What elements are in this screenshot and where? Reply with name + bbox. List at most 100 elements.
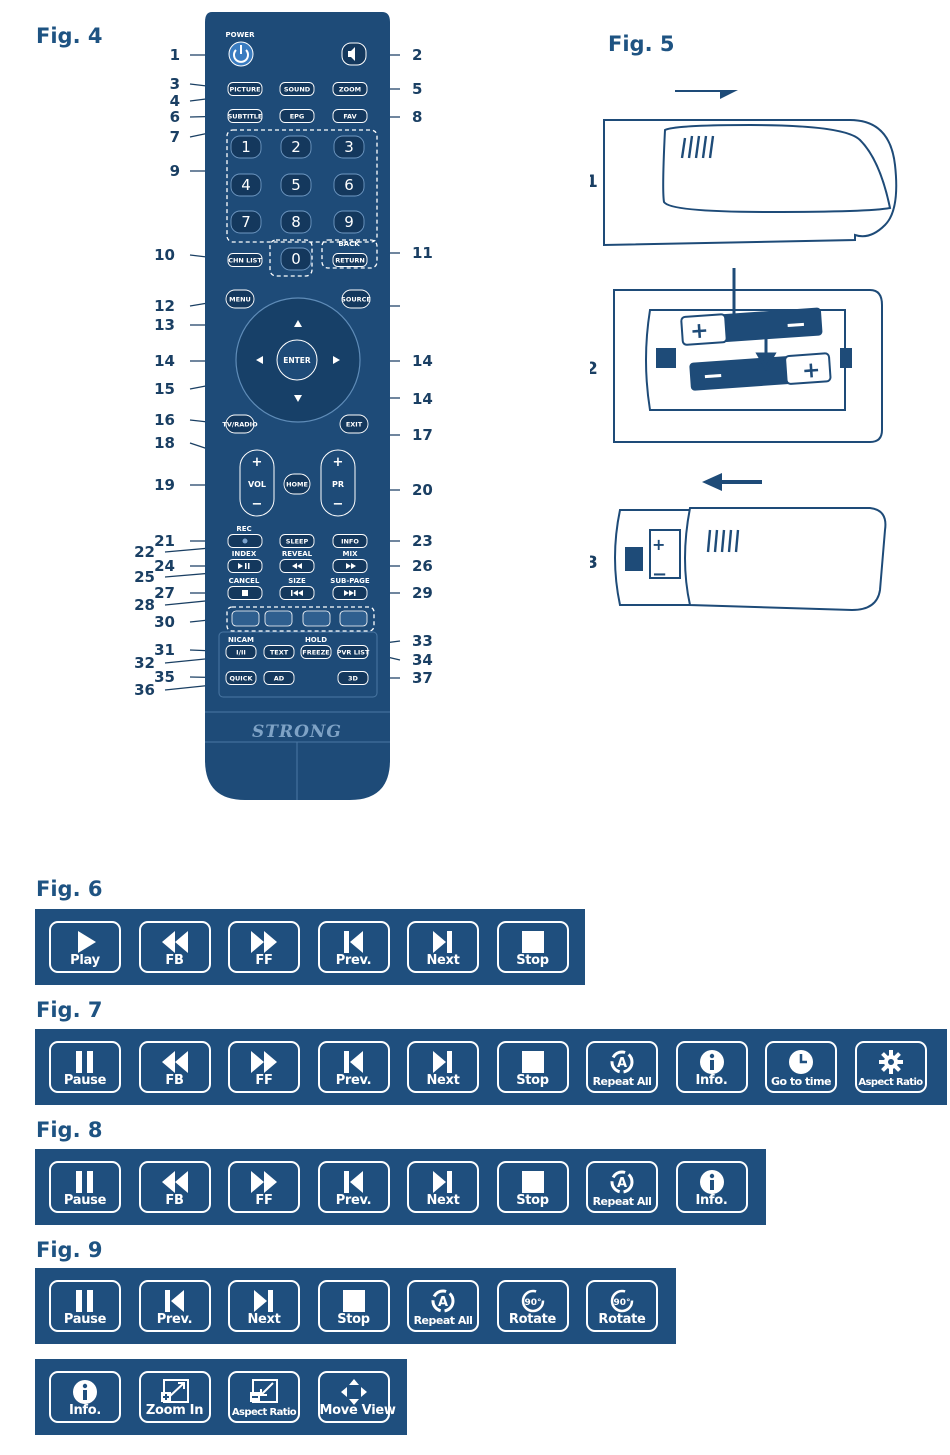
stop-button[interactable]: Stop [496,1041,569,1093]
digit-9-button[interactable] [333,210,365,234]
aspect-ratio-button[interactable]: Aspect Ratio [854,1041,927,1093]
quick-button[interactable] [225,671,257,685]
play-button[interactable]: Play [49,921,121,973]
digit-6-button[interactable] [333,173,365,197]
zoom-button[interactable] [332,82,368,96]
stop-button[interactable]: Stop [496,921,569,973]
pause-button[interactable]: Pause [49,1161,121,1213]
picture-button[interactable] [227,82,263,96]
sub-page-caption: SUB-PAGE [330,577,370,585]
exit-button[interactable] [339,414,369,434]
rotate-90-ccw-icon: 90° [610,1289,634,1313]
digit-8-button[interactable] [280,210,312,234]
prev-button[interactable]: Prev. [317,1161,390,1213]
green-button[interactable] [264,610,293,627]
previous-icon [343,1051,363,1073]
digit-5-button[interactable] [280,173,312,197]
epg-button[interactable] [279,109,315,123]
digit-1-button[interactable] [230,135,262,159]
prev-button[interactable]: Prev. [138,1280,211,1332]
return-button[interactable] [332,253,368,267]
go-to-time-button[interactable]: Go to time [765,1041,837,1093]
chn-list-button[interactable] [227,253,263,267]
right-arrow-icon[interactable] [333,356,340,364]
digit-7-button[interactable] [230,210,262,234]
ff-button[interactable]: FF [228,921,300,973]
red-button[interactable] [231,610,260,627]
digit-2-button[interactable] [280,135,312,159]
callout-14: 14 [412,352,433,370]
fast-backward-icon [161,1051,188,1073]
down-arrow-icon[interactable] [294,395,302,402]
home-button[interactable] [283,473,311,495]
stop-button[interactable]: Stop [317,1280,390,1332]
callout-10: 10 [154,246,175,264]
rotate-button[interactable]: 90°Rotate [586,1280,658,1332]
ff-button[interactable]: FF [228,1041,300,1093]
fav-button[interactable] [332,109,368,123]
up-arrow-icon[interactable] [294,320,302,327]
volume-rocker[interactable] [239,449,275,517]
sound-button[interactable] [279,82,315,96]
info-icon [699,1050,724,1074]
blue-button[interactable] [339,610,368,627]
info-button[interactable]: Info. [675,1161,748,1213]
menu-button[interactable] [225,289,255,309]
callout-24: 24 [154,557,175,575]
info-button[interactable]: Info. [675,1041,748,1093]
fb-button[interactable]: FB [138,1041,211,1093]
prev-button[interactable]: Prev. [317,921,390,973]
gear-icon [878,1050,903,1074]
ff-button[interactable]: FF [228,1161,300,1213]
next-button[interactable]: Next [228,1280,300,1332]
info-button[interactable] [332,534,368,548]
source-button[interactable] [341,289,371,309]
next-button[interactable]: Next [407,921,479,973]
ad-button[interactable] [263,671,295,685]
next-button[interactable]: Next [407,1161,479,1213]
text-button[interactable] [263,645,295,659]
fast-forward-icon [346,563,356,569]
info-button[interactable]: Info. [49,1371,121,1423]
fb-button[interactable]: FB [138,921,211,973]
fast-backward-icon [161,1171,188,1193]
left-arrow-icon[interactable] [256,356,263,364]
subtitle-button[interactable] [227,109,263,123]
rec-caption: REC [236,525,251,533]
pause-button[interactable]: Pause [49,1041,121,1093]
freeze-button[interactable] [300,645,332,659]
i-ii-button[interactable] [225,645,257,659]
aspect-ratio-button[interactable]: Aspect Ratio [228,1371,300,1423]
pvr-list-button[interactable] [337,645,369,659]
pause-icon [76,1051,93,1073]
quick-label: QUICK [229,674,253,682]
enter-button[interactable] [276,339,318,381]
program-rocker[interactable] [320,449,356,517]
callout-27: 27 [154,584,175,602]
digit-0-button[interactable] [280,247,312,271]
callout-2: 2 [412,46,422,64]
pause-button[interactable]: Pause [49,1280,121,1332]
button-label: Prev. [335,1073,372,1088]
sleep-button[interactable] [279,534,315,548]
digit-0-label: 0 [291,250,301,268]
fig-5-title: Fig. 5 [608,32,675,56]
next-button[interactable]: Next [407,1041,479,1093]
stop-button[interactable]: Stop [496,1161,569,1213]
three-d-button[interactable] [337,671,369,685]
tv-radio-button[interactable] [225,414,255,434]
rotate-button[interactable]: 90°Rotate [496,1280,569,1332]
digit-3-button[interactable] [333,135,365,159]
button-label: Repeat All [592,1195,652,1208]
callout-32: 32 [134,654,155,672]
prev-button[interactable]: Prev. [317,1041,390,1093]
zoom-in-button[interactable]: Zoom In [138,1371,211,1423]
move-view-button[interactable]: Move View [317,1371,396,1423]
yellow-button[interactable] [302,610,331,627]
epg-label: EPG [290,112,305,120]
fb-button[interactable]: FB [138,1161,211,1213]
digit-4-button[interactable] [230,173,262,197]
